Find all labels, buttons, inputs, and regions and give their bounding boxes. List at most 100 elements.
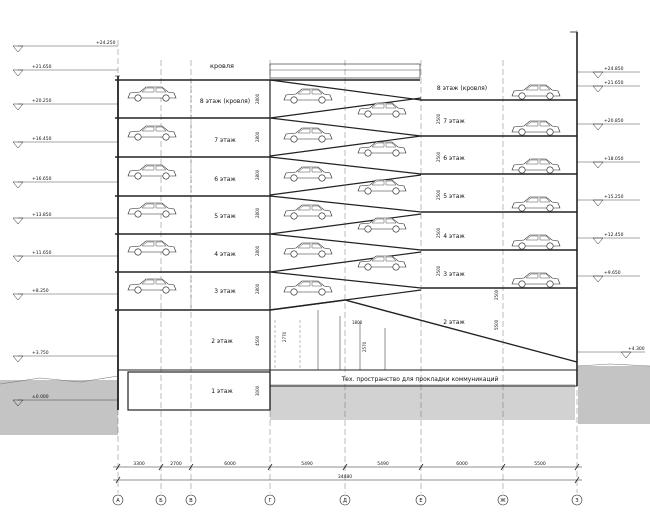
car	[511, 120, 561, 136]
ramp-up	[269, 233, 422, 251]
elevation-mark: +11.650	[12, 250, 118, 263]
car-wheel	[134, 133, 142, 141]
axis-label: Е	[419, 498, 422, 504]
roof-parapet	[269, 63, 421, 79]
car	[511, 196, 561, 212]
car-wheel	[318, 96, 326, 104]
car-wheel	[518, 92, 526, 100]
car-wheel	[162, 172, 170, 180]
car-wheel	[546, 166, 554, 174]
car-window	[525, 273, 551, 279]
elevation-mark: +20.850	[577, 118, 640, 131]
axis-label: Г	[268, 498, 271, 504]
car	[127, 202, 177, 218]
car-wheel	[290, 174, 298, 182]
elevation-mark: ±0.000	[12, 394, 118, 407]
car-wheel	[318, 212, 326, 220]
ramp-down	[269, 251, 422, 273]
car-wheel	[364, 149, 372, 157]
ramp-down	[269, 174, 422, 196]
car-wheel	[290, 288, 298, 296]
floor-label-left: 5 этаж	[214, 213, 236, 220]
elevation-value: +24.250	[96, 40, 116, 46]
right-height: 2500	[436, 265, 441, 276]
ramp-down	[269, 135, 422, 157]
elevation-value: +13.850	[32, 212, 52, 218]
elevation-value: +3.750	[32, 350, 49, 356]
ramp-up	[269, 117, 422, 137]
elevation-mark: +16.450	[12, 136, 118, 149]
car	[127, 240, 177, 256]
car	[283, 204, 333, 220]
axis-bubble: З	[571, 494, 583, 506]
right-height: 2500	[494, 289, 499, 300]
elevation-mark: +8.250	[12, 288, 118, 301]
car	[511, 234, 561, 250]
car-window	[297, 281, 323, 287]
car-window	[297, 243, 323, 249]
car-wheel	[364, 187, 372, 195]
car-wheel	[290, 135, 298, 143]
car	[283, 127, 333, 143]
elevation-mark: +16.650	[12, 176, 118, 189]
total-dimension: 34480	[338, 474, 352, 480]
ground-line-left	[0, 375, 119, 385]
car-wheel	[546, 280, 554, 288]
right-height: 2500	[436, 151, 441, 162]
columns	[190, 80, 301, 370]
car-window	[525, 235, 551, 241]
elevation-mark: +13.850	[12, 212, 118, 225]
ramp-down	[269, 213, 422, 235]
car-window	[297, 128, 323, 134]
cars	[127, 84, 561, 296]
ramp-down	[269, 289, 422, 311]
dim-span: 5500	[534, 461, 546, 467]
dim-span: 5490	[301, 461, 313, 467]
car	[511, 84, 561, 100]
car-wheel	[546, 92, 554, 100]
floor-label-left: 6 этаж	[214, 176, 236, 183]
floor-label-right: 7 этаж	[443, 118, 465, 125]
elevation-value: +4.300	[628, 346, 645, 352]
car-window	[141, 165, 167, 171]
floor-height: 2800	[255, 207, 260, 218]
car	[127, 278, 177, 294]
floor-label-right: 8 этаж (кровля)	[437, 85, 487, 92]
axis-label: Б	[159, 498, 163, 504]
car-wheel	[318, 250, 326, 258]
car	[357, 255, 407, 271]
elevation-value: +21.650	[32, 64, 52, 70]
axis-bubbles: А Б В Г Д Е Ж З	[112, 494, 583, 506]
car-wheel	[518, 242, 526, 250]
elevation-mark: +21.650	[577, 80, 640, 93]
car-window	[371, 180, 397, 186]
dim-span: 6000	[456, 461, 468, 467]
car-wheel	[364, 263, 372, 271]
dim-span: 5490	[377, 461, 389, 467]
floor-height: 2800	[255, 283, 260, 294]
car	[511, 158, 561, 174]
axis-label: Д	[343, 498, 347, 504]
level-2-box	[117, 309, 271, 371]
car-wheel	[392, 110, 400, 118]
floor-label-left: 2 этаж	[211, 338, 233, 345]
car	[357, 141, 407, 157]
car-window	[141, 87, 167, 93]
ramp-up	[269, 79, 422, 101]
elevation-mark: +9.650	[577, 270, 640, 283]
elevation-mark: +4.300	[577, 346, 645, 359]
elevation-mark: +24.850	[577, 66, 640, 79]
entry-ramp	[269, 299, 578, 363]
structure	[115, 31, 578, 411]
elevation-mark: +3.750	[12, 350, 118, 363]
floor-height: 2800	[255, 93, 260, 104]
elevation-mark: +24.250	[12, 40, 118, 53]
car-window	[371, 103, 397, 109]
axis-bubble: Г	[264, 494, 276, 506]
car	[283, 88, 333, 104]
car	[357, 179, 407, 195]
level-1-box	[127, 371, 271, 411]
axis-label: З	[575, 498, 578, 504]
